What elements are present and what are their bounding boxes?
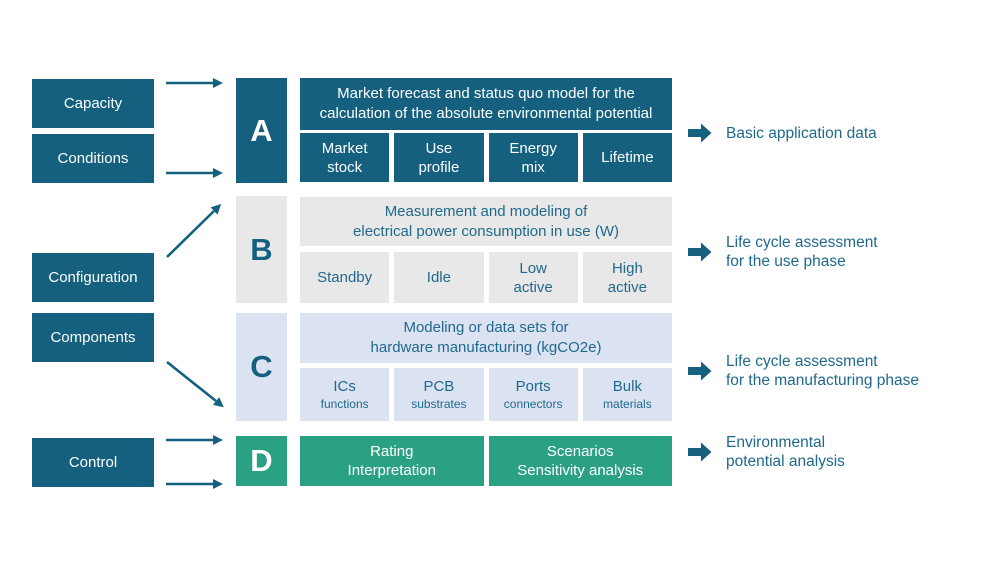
output-lca-manufacturing-phase: Life cycle assessment for the manufactur…: [688, 352, 919, 390]
output-environmental-potential-analysis: Environmental potential analysis: [688, 433, 845, 471]
stage-letter-c: C: [236, 313, 287, 421]
cell-energy-mix: Energy mix: [488, 133, 578, 182]
row-b-cells: Standby Idle Low active High active: [300, 252, 672, 303]
cell-ports-connectors: Ports connectors: [488, 368, 578, 421]
stage-letter: B: [250, 231, 273, 267]
cell-ics-functions: ICs functions: [300, 368, 390, 421]
cell-idle: Idle: [394, 252, 484, 303]
cell-low-active: Low active: [488, 252, 578, 303]
block-arrow-icon: [688, 442, 712, 462]
block-arrow-icon: [688, 123, 712, 143]
input-box-components: Components: [32, 313, 154, 362]
row-c-header: Modeling or data sets for hardware manuf…: [300, 313, 672, 363]
cell-high-active: High active: [582, 252, 672, 303]
arrow-components-to-c: [166, 360, 224, 408]
row-a-header: Market forecast and status quo model for…: [300, 78, 672, 130]
stage-letter: A: [250, 112, 273, 148]
row-c-cells: ICs functions PCB substrates Ports conne…: [300, 368, 672, 421]
output-lca-use-phase: Life cycle assessment for the use phase: [688, 233, 878, 271]
input-box-capacity: Capacity: [32, 79, 154, 128]
cell-lifetime: Lifetime: [582, 133, 672, 182]
input-label: Capacity: [63, 95, 123, 112]
header-line: Measurement and modeling of: [384, 202, 588, 220]
stage-letter: C: [250, 349, 273, 384]
input-box-conditions: Conditions: [32, 134, 154, 183]
input-box-configuration: Configuration: [32, 253, 154, 302]
block-arrow-icon: [688, 361, 712, 381]
cell-pcb-substrates: PCB substrates: [394, 368, 484, 421]
stage-letter-a: A: [236, 78, 287, 183]
cell-market-stock: Market stock: [300, 133, 390, 182]
cell-rating-interpretation: Rating Interpretation: [300, 436, 484, 486]
output-label: Basic application data: [726, 124, 877, 142]
header-line: hardware manufacturing (kgCO2e): [370, 339, 602, 356]
header-line: Market forecast and status quo model for…: [337, 85, 635, 102]
header-line: electrical power consumption in use (W): [353, 222, 619, 240]
output-basic-application-data: Basic application data: [688, 123, 877, 143]
stage-letter-d: D: [236, 436, 287, 486]
cell-bulk-materials: Bulk materials: [582, 368, 672, 421]
cell-use-profile: Use profile: [394, 133, 484, 182]
output-label: Environmental potential analysis: [726, 434, 845, 470]
cell-scenarios-sensitivity: Scenarios Sensitivity analysis: [488, 436, 672, 486]
input-label: Conditions: [57, 150, 129, 167]
stage-letter-b: B: [236, 196, 287, 303]
row-a-cells: Market stock Use profile Energy mix Life…: [300, 133, 672, 182]
input-label: Control: [68, 454, 118, 471]
output-label: Life cycle assessment for the use phase: [726, 234, 878, 270]
row-d-cells: Rating Interpretation Scenarios Sensitiv…: [300, 436, 672, 486]
stage-letter: D: [250, 443, 273, 478]
output-label: Life cycle assessment for the manufactur…: [726, 353, 920, 389]
arrow-configuration-to-b: [166, 204, 222, 258]
header-line: calculation of the absolute environmenta…: [319, 105, 653, 122]
header-line: Modeling or data sets for: [403, 319, 569, 336]
input-label: Configuration: [48, 269, 138, 286]
input-label: Components: [50, 329, 136, 346]
row-b-header: Measurement and modeling of electrical p…: [300, 197, 672, 246]
block-arrow-icon: [688, 242, 712, 262]
input-box-control: Control: [32, 438, 154, 487]
cell-standby: Standby: [300, 252, 390, 303]
